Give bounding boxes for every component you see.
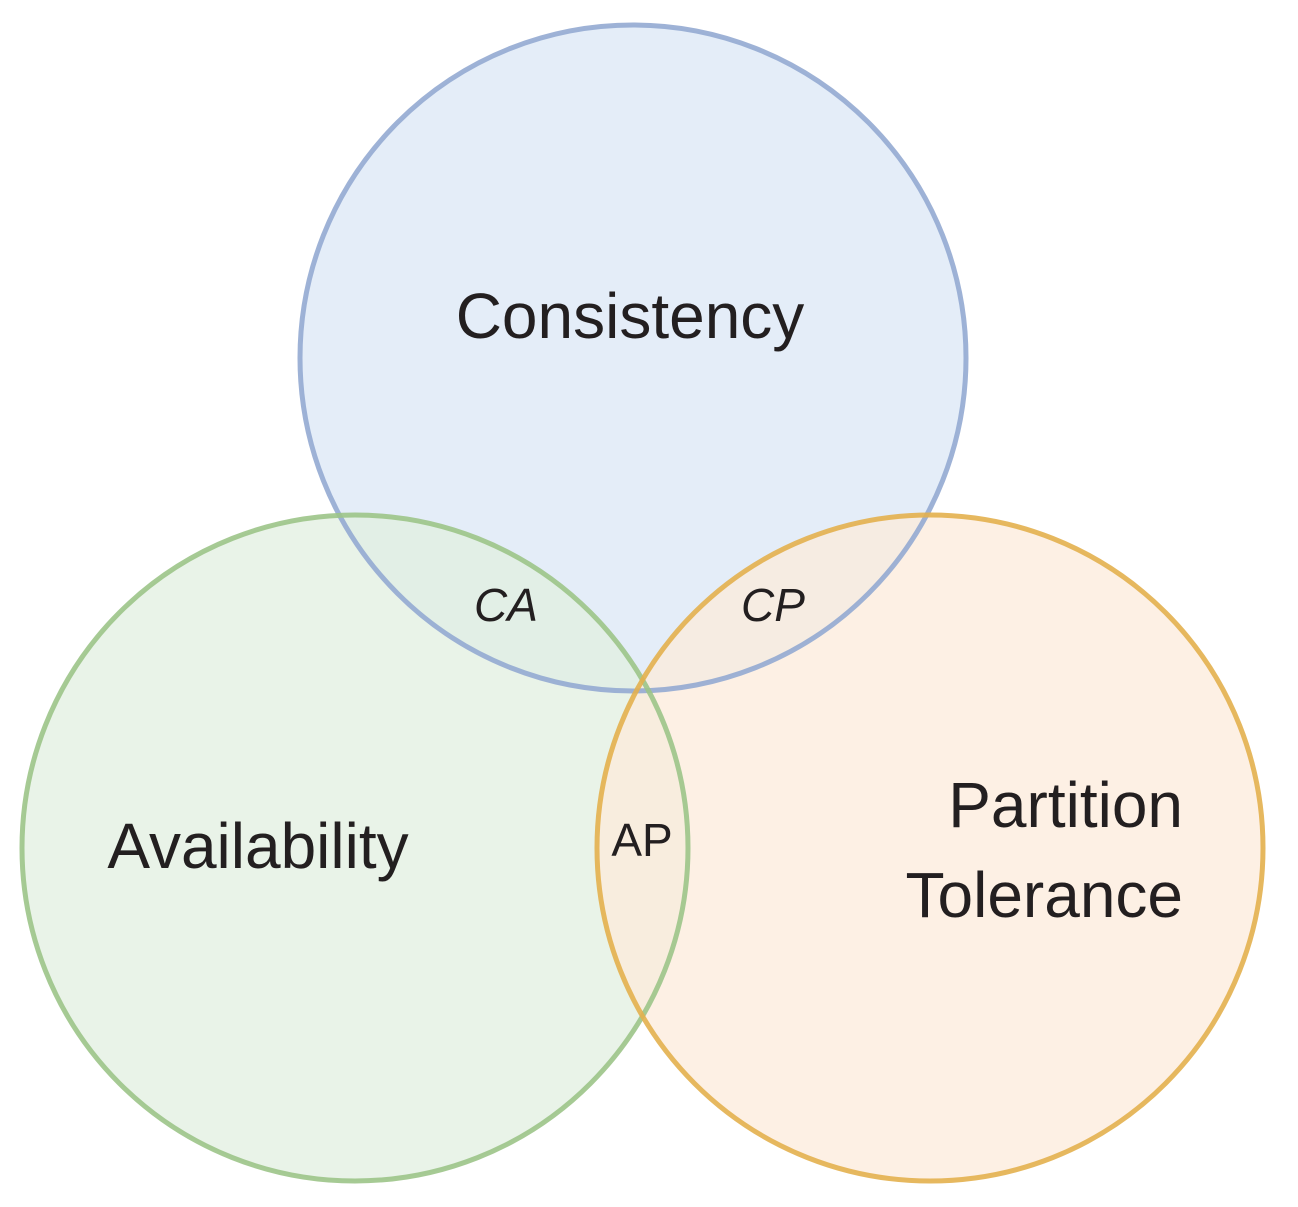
ap-intersection-label: AP xyxy=(611,814,672,866)
partition-tolerance-circle-outline xyxy=(594,512,1266,1184)
tolerance-label: Tolerance xyxy=(906,859,1184,931)
availability-label: Availability xyxy=(107,810,408,882)
consistency-circle-outline xyxy=(297,22,969,694)
partition-label: Partition xyxy=(948,769,1183,841)
availability-circle-outline xyxy=(19,512,691,1184)
consistency-label: Consistency xyxy=(456,280,805,352)
ca-intersection-label: CA xyxy=(474,579,538,631)
consistency-circle-fill xyxy=(300,25,966,691)
cp-intersection-label: CP xyxy=(741,579,805,631)
availability-circle-fill xyxy=(22,515,688,1181)
partition-tolerance-circle-fill xyxy=(597,515,1263,1181)
